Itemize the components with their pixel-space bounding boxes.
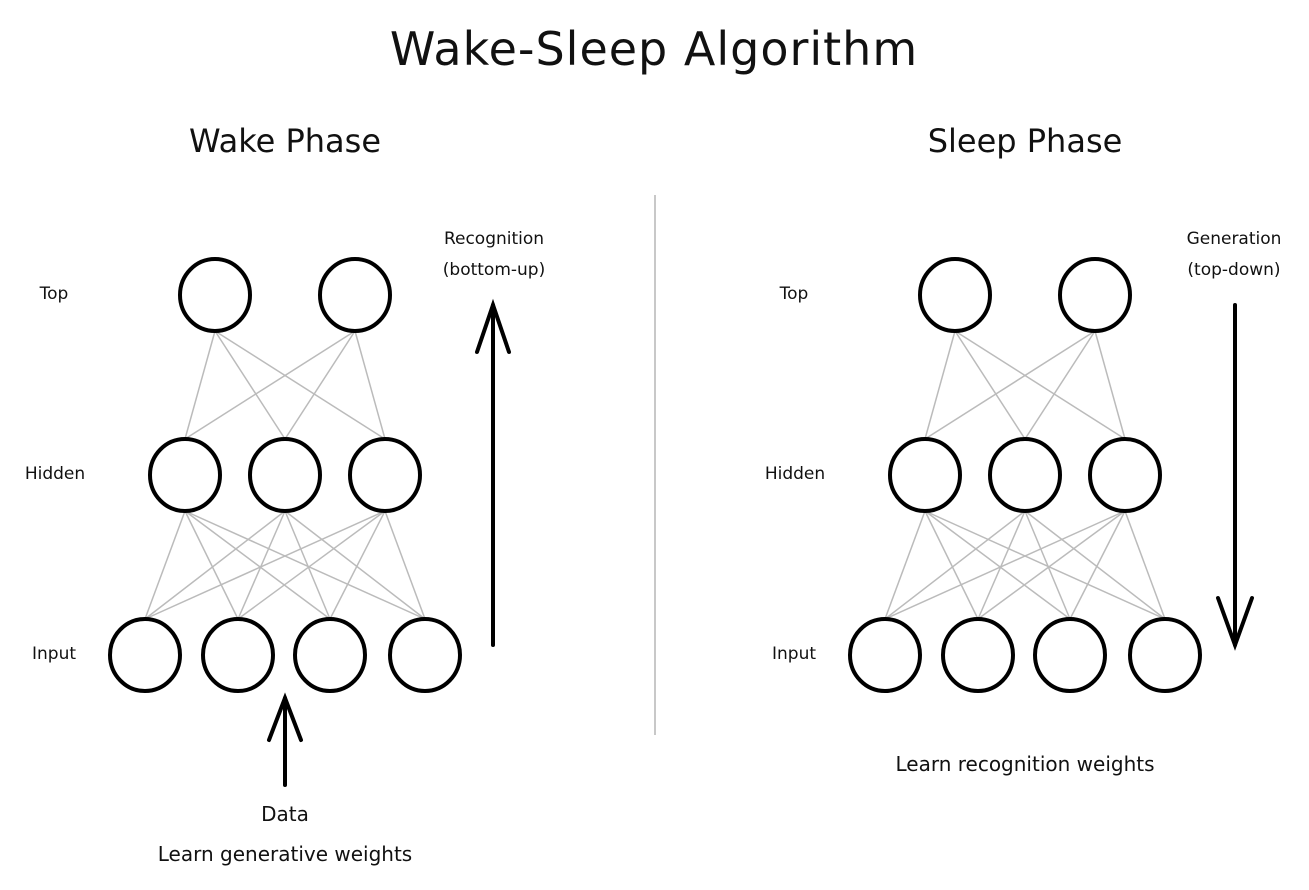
wake-input-node xyxy=(201,617,275,693)
recognition-arrow-up-icon xyxy=(475,298,511,647)
sleep-label-input: Input xyxy=(771,644,817,664)
wake-edges xyxy=(144,330,426,620)
data-label: Data xyxy=(261,802,309,826)
data-arrow-up-icon xyxy=(267,692,303,787)
recognition-label-line1: Recognition xyxy=(443,229,545,249)
wake-input-node xyxy=(108,617,182,693)
wake-label-top: Top xyxy=(39,284,69,304)
generation-label-line2: (top-down) xyxy=(1187,260,1281,280)
wake-hidden-node xyxy=(148,437,222,513)
sleep-hidden-node xyxy=(888,437,962,513)
recognition-label-line2: (bottom-up) xyxy=(442,260,546,280)
wake-input-node xyxy=(293,617,367,693)
generation-arrow-down-icon xyxy=(1216,303,1254,651)
sleep-phase-heading: Sleep Phase xyxy=(927,122,1123,160)
sleep-top-node xyxy=(918,257,992,333)
wake-caption: Learn generative weights xyxy=(157,842,413,866)
sleep-input-node xyxy=(848,617,922,693)
sleep-nodes xyxy=(848,257,1202,693)
sleep-label-hidden: Hidden xyxy=(764,464,826,484)
wake-phase-heading: Wake Phase xyxy=(189,122,381,160)
sleep-caption: Learn recognition weights xyxy=(895,752,1155,776)
wake-input-node xyxy=(388,617,462,693)
wake-hidden-node xyxy=(348,437,422,513)
generation-label: Generation (top-down) xyxy=(1187,224,1282,286)
page-title: Wake-Sleep Algorithm xyxy=(389,22,919,76)
recognition-label: Recognition (bottom-up) xyxy=(443,224,545,286)
sleep-input-node xyxy=(941,617,1015,693)
sleep-top-node xyxy=(1058,257,1132,333)
wake-nodes xyxy=(108,257,462,693)
generation-label-line1: Generation xyxy=(1186,229,1282,249)
wake-label-hidden: Hidden xyxy=(24,464,86,484)
wake-label-input: Input xyxy=(31,644,77,664)
sleep-label-top: Top xyxy=(779,284,809,304)
sleep-hidden-node xyxy=(988,437,1062,513)
sleep-input-node xyxy=(1033,617,1107,693)
wake-top-node xyxy=(178,257,252,333)
sleep-input-node xyxy=(1128,617,1202,693)
sleep-hidden-node xyxy=(1088,437,1162,513)
sleep-edges xyxy=(884,330,1166,620)
wake-hidden-node xyxy=(248,437,322,513)
wake-top-node xyxy=(318,257,392,333)
